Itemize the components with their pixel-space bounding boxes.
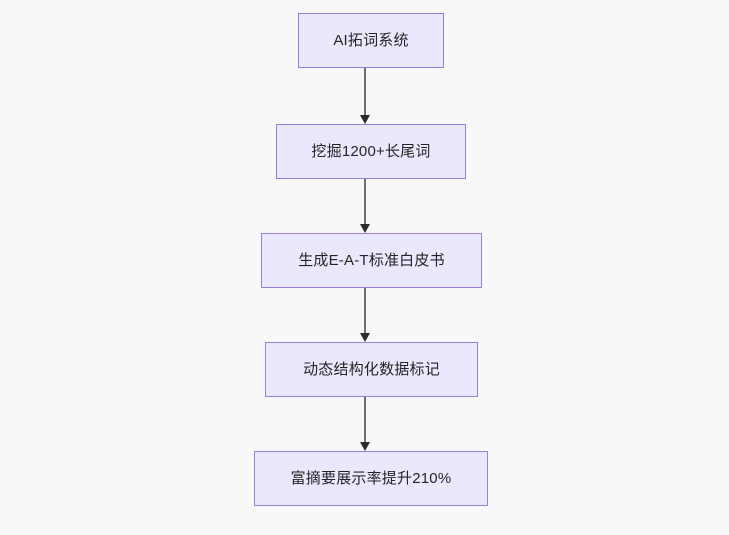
arrow-down-icon [359, 224, 370, 233]
flow-node-label: 生成E-A-T标准白皮书 [298, 252, 445, 269]
flow-node-dynamic-structured-data-markup[interactable]: 动态结构化数据标记 [265, 342, 478, 397]
flow-node-label: 挖掘1200+长尾词 [311, 143, 431, 160]
flow-node-rich-snippet-rate-increase[interactable]: 富摘要展示率提升210% [254, 451, 488, 506]
flow-node-mine-longtail-keywords[interactable]: 挖掘1200+长尾词 [276, 124, 466, 179]
arrow-down-icon [359, 115, 370, 124]
connector-line [363, 68, 366, 115]
connector-line [363, 397, 366, 442]
flow-node-label: AI拓词系统 [333, 32, 409, 49]
flow-connector-0 [359, 68, 371, 124]
flow-node-label: 动态结构化数据标记 [303, 361, 440, 378]
arrow-down-icon [359, 442, 370, 451]
flow-connector-1 [359, 179, 371, 233]
connector-line [363, 288, 366, 333]
flow-connector-2 [359, 288, 371, 342]
connector-line [363, 179, 366, 224]
flow-node-label: 富摘要展示率提升210% [290, 470, 452, 487]
arrow-down-icon [359, 333, 370, 342]
flow-connector-3 [359, 397, 371, 451]
flow-node-generate-eat-whitepaper[interactable]: 生成E-A-T标准白皮书 [261, 233, 482, 288]
flow-node-ai-keyword-system[interactable]: AI拓词系统 [298, 13, 444, 68]
